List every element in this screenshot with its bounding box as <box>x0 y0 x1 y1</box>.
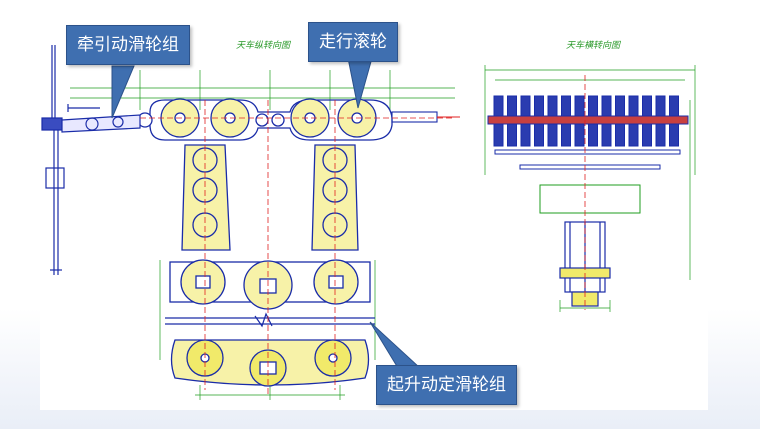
side-wheel-top <box>547 95 558 117</box>
side-wheel-bottom <box>561 123 571 147</box>
side-wheel-bottom <box>642 123 652 147</box>
front-view-title: 天车纵转向图 <box>236 41 291 51</box>
side-wheel-bottom <box>628 123 639 147</box>
side-view-title: 天车横转向图 <box>566 41 621 51</box>
callout-travel-roller: 走行滚轮 <box>308 22 398 62</box>
side-wheel-top <box>642 95 652 117</box>
side-wheel-top <box>601 95 612 117</box>
side-wheel-bottom <box>520 123 531 147</box>
cad-drawing-sheet <box>40 20 708 410</box>
callout-pointers <box>111 57 422 369</box>
hanger-links <box>181 144 359 251</box>
side-wheel-bottom <box>534 123 544 147</box>
side-wheel-bottom <box>615 123 625 147</box>
side-wheel-bottom <box>601 123 612 147</box>
side-wheel-top <box>588 95 598 117</box>
side-wheel-top <box>628 95 639 117</box>
hanging-rod <box>41 45 65 275</box>
side-wheel-bottom <box>507 123 517 147</box>
callout-hoist-pulley: 起升动定滑轮组 <box>376 365 517 405</box>
side-wheel-top <box>561 95 571 117</box>
center-lines <box>140 100 455 395</box>
side-wheel-top <box>520 95 531 117</box>
travel-frame <box>137 98 393 141</box>
side-wheel-top <box>574 95 585 117</box>
traction-linkage <box>61 104 141 133</box>
side-wheel-top <box>534 95 544 117</box>
side-wheel-bottom <box>547 123 558 147</box>
side-wheel-top <box>507 95 517 117</box>
side-wheel-bottom <box>655 123 666 147</box>
side-wheel-top <box>655 95 666 117</box>
bottom-pulley-block <box>170 339 370 387</box>
callout-traction-pulley: 牵引动滑轮组 <box>66 25 190 65</box>
side-wheel-bottom <box>493 123 504 147</box>
side-view-dimensions <box>484 65 696 312</box>
right-beam <box>391 111 460 123</box>
rope-lines <box>165 312 375 328</box>
side-wheel-bottom <box>588 123 598 147</box>
side-wheel-top <box>669 95 679 117</box>
side-wheel-top <box>615 95 625 117</box>
side-wheel-bottom <box>574 123 585 147</box>
middle-pulley-row <box>169 259 371 310</box>
front-dimension-lines <box>70 70 455 400</box>
side-wheel-bottom <box>669 123 679 147</box>
side-view-wheel-row <box>487 95 689 214</box>
side-wheel-top <box>493 95 504 117</box>
